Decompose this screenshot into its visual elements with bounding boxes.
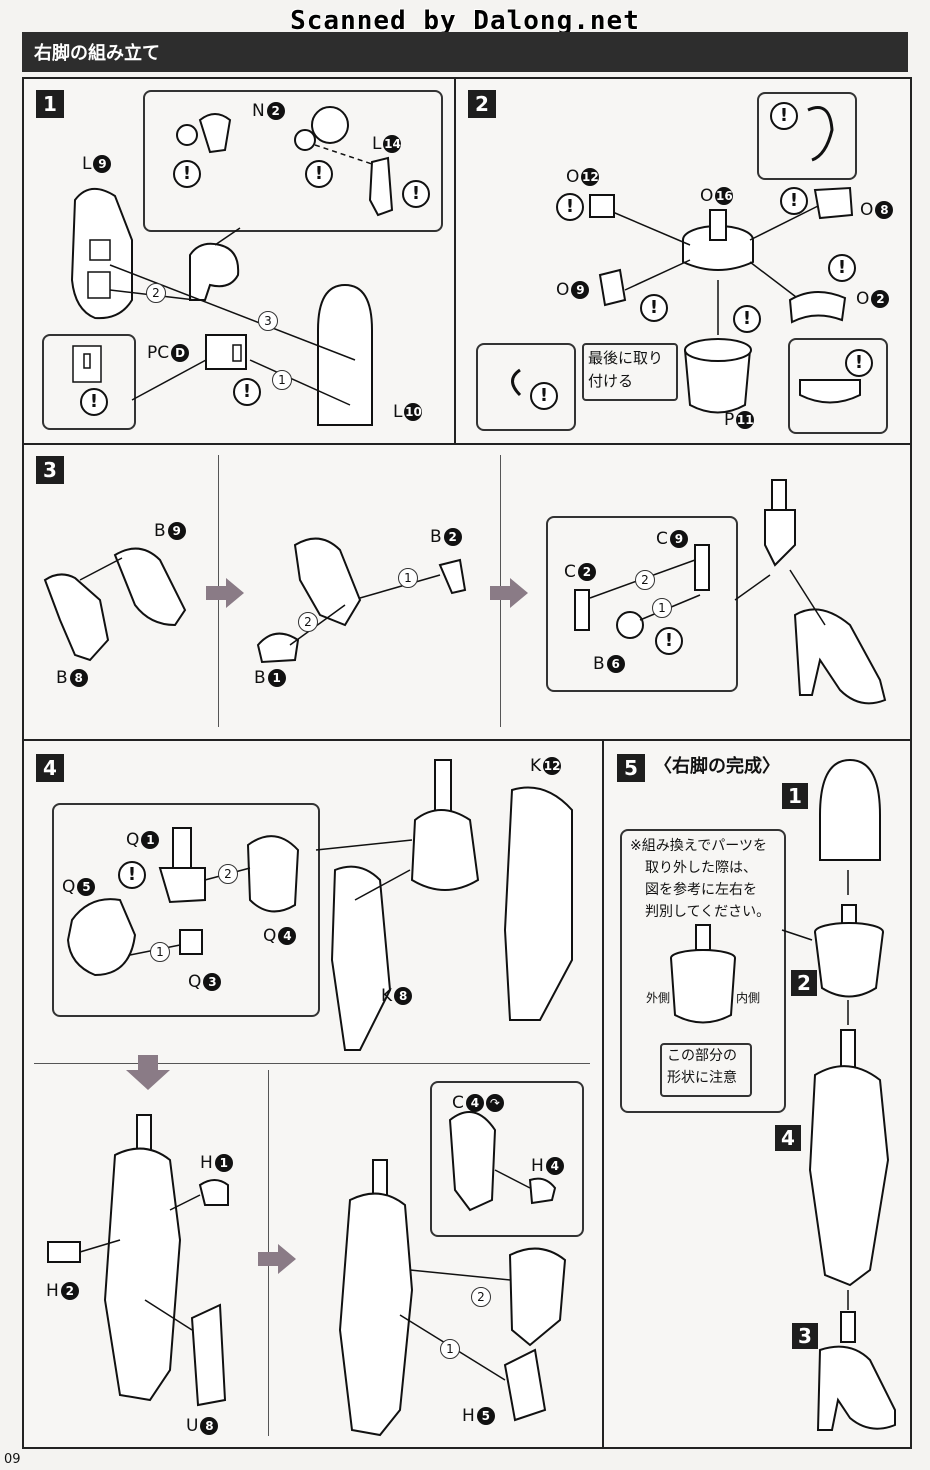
step-2-note-line-2: 付ける: [588, 372, 634, 390]
step-4-divider: [34, 1063, 590, 1064]
step-2-note-line-1: 最後に取り: [588, 349, 664, 367]
caution-icon: !: [118, 861, 146, 889]
watermark-text: Scanned by Dalong.net: [290, 6, 640, 36]
caution-icon: !: [80, 388, 108, 416]
caution-icon: !: [733, 305, 761, 333]
caution-icon: !: [402, 180, 430, 208]
sequence-number: 2: [471, 1287, 491, 1307]
step-2-detail-box-left: [476, 343, 576, 431]
cut-mark-icon: ↷: [485, 1094, 504, 1112]
sequence-number: 2: [218, 864, 238, 884]
caution-icon: !: [780, 187, 808, 215]
sequence-number: 2: [635, 570, 655, 590]
sequence-number: 2: [298, 612, 318, 632]
step-5-note-line: 図を参考に左右を: [645, 882, 757, 898]
next-step-arrow-icon: [490, 578, 528, 608]
sequence-number: 3: [258, 311, 278, 331]
caution-icon: !: [770, 102, 798, 130]
section-title-bar: 右脚の組み立て: [22, 32, 908, 72]
step-2-badge: 2: [468, 90, 496, 118]
section-title: 右脚の組み立て: [34, 43, 160, 64]
step-1-detail-box: [143, 90, 443, 232]
caution-icon: !: [640, 294, 668, 322]
shape-note-line: 形状に注意: [667, 1070, 737, 1086]
sequence-number: 1: [652, 598, 672, 618]
caution-icon: !: [233, 378, 261, 406]
next-step-arrow-icon: [206, 578, 244, 608]
step-5-badge: 5: [617, 754, 645, 782]
sequence-number: 1: [150, 942, 170, 962]
caution-icon: !: [828, 254, 856, 282]
order-badge: 3: [792, 1323, 818, 1349]
shape-note-box: [660, 1043, 752, 1097]
page-number: 09: [4, 1452, 21, 1467]
caution-icon: !: [845, 349, 873, 377]
sequence-number: 1: [440, 1339, 460, 1359]
sequence-number: 2: [146, 283, 166, 303]
caution-icon: !: [173, 160, 201, 188]
caution-icon: !: [556, 193, 584, 221]
inner-side-label: 内側: [736, 991, 761, 1005]
caution-icon: !: [305, 160, 333, 188]
order-badge: 4: [775, 1125, 801, 1151]
order-badge: 1: [782, 783, 808, 809]
sequence-number: 1: [398, 568, 418, 588]
shape-note-line: この部分の: [667, 1048, 737, 1064]
step-4-badge: 4: [36, 754, 64, 782]
step-5-title: 〈右脚の完成〉: [654, 756, 780, 777]
outer-side-label: 外側: [646, 991, 671, 1005]
step-5-note-line: 判別してください。: [645, 904, 771, 920]
step-1-badge: 1: [36, 90, 64, 118]
next-step-arrow-icon: [258, 1244, 296, 1274]
step-5-note-line: 取り外した際は、: [645, 860, 757, 876]
step-5-note-line: ※組み換えでパーツを: [630, 838, 768, 854]
sequence-number: 1: [272, 370, 292, 390]
order-badge: 2: [791, 970, 817, 996]
caution-icon: !: [530, 382, 558, 410]
step-2-note-box: [582, 343, 678, 401]
step-3-badge: 3: [36, 456, 64, 484]
caution-icon: !: [655, 627, 683, 655]
